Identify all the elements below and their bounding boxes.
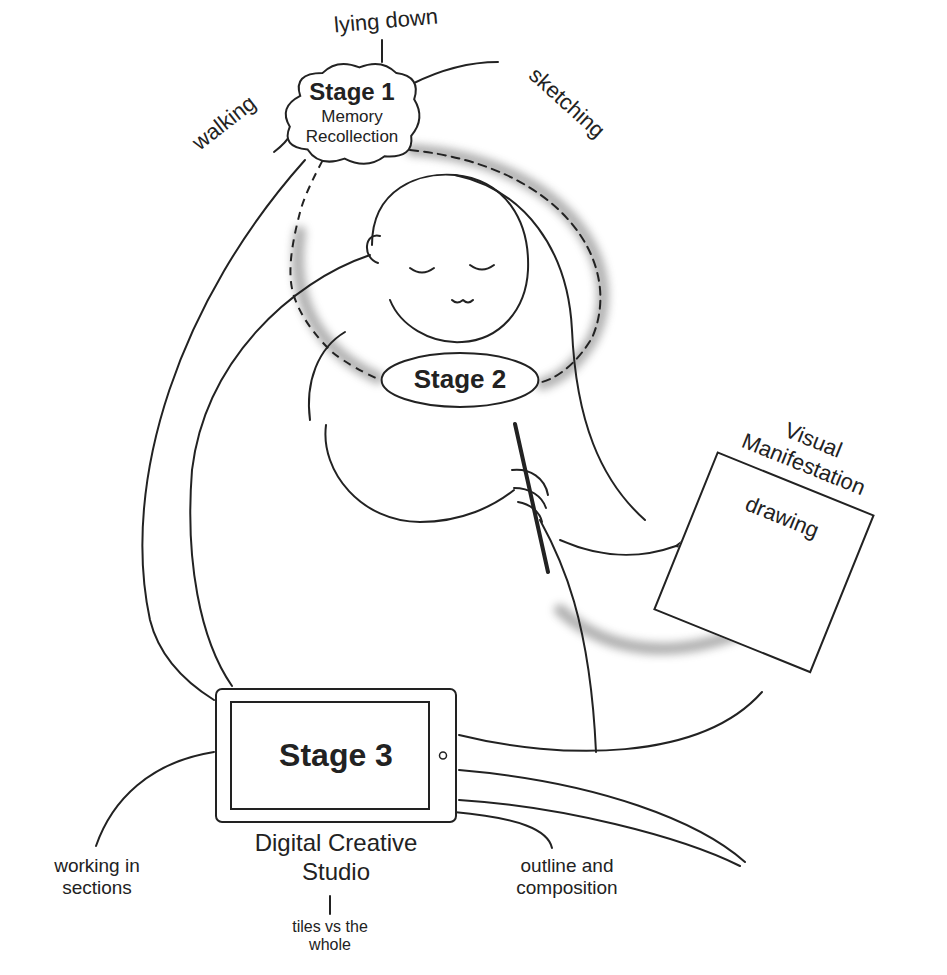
leader-line: [412, 62, 498, 84]
oval-bubble: Stage 2: [380, 352, 540, 408]
leader-line: [381, 40, 383, 62]
cloud-bubble: Stage 1Memory Recollection: [278, 56, 426, 170]
pen: [515, 424, 548, 572]
torso: [540, 520, 596, 752]
hair-line: [459, 692, 762, 751]
ear: [367, 236, 380, 263]
figure: [96, 40, 762, 914]
stage-title: Stage 3: [251, 736, 421, 774]
cloud-outline: [286, 64, 420, 164]
arm: [560, 540, 676, 555]
hair-line: [190, 255, 370, 686]
face-outline: [372, 175, 528, 342]
hair-line: [455, 175, 645, 520]
closed-eye: [470, 265, 494, 270]
note-label: walking: [172, 78, 276, 167]
tablet-screen: Stage 3 Digital Creative Studio: [215, 688, 457, 887]
stage-title: Stage 2: [414, 364, 507, 395]
arm: [325, 425, 514, 522]
mouth: [452, 300, 473, 303]
note-label: outline and composition: [482, 855, 652, 899]
hair-line: [459, 770, 745, 862]
stage-caption: Digital Creative Studio: [241, 829, 431, 887]
stage-title: Stage 1: [309, 78, 394, 107]
ring-shadow: [412, 150, 603, 384]
tablet-display: [231, 702, 429, 809]
stage-subtitle: Memory Recollection: [302, 107, 402, 148]
tablet-frame: [216, 689, 456, 822]
note-label: sketching: [510, 50, 624, 156]
hair-line: [142, 160, 305, 700]
oval-outline: [382, 353, 539, 407]
closed-eye: [410, 268, 434, 273]
leader-line: [329, 896, 331, 914]
shoulder: [309, 332, 345, 420]
note-label: working in sections: [22, 855, 172, 899]
note-label: lying down: [315, 2, 457, 39]
tablet-button: [440, 752, 447, 759]
leader-line: [454, 812, 552, 848]
tablet-body: Stage 3: [215, 688, 457, 823]
note-label: tiles vs the whole: [272, 918, 388, 955]
paper-sheet: Visual Manifestationdrawing: [653, 397, 897, 674]
leader-line: [96, 752, 214, 846]
dashed-loop-connector: [290, 161, 380, 380]
dashed-ring: [410, 150, 600, 382]
